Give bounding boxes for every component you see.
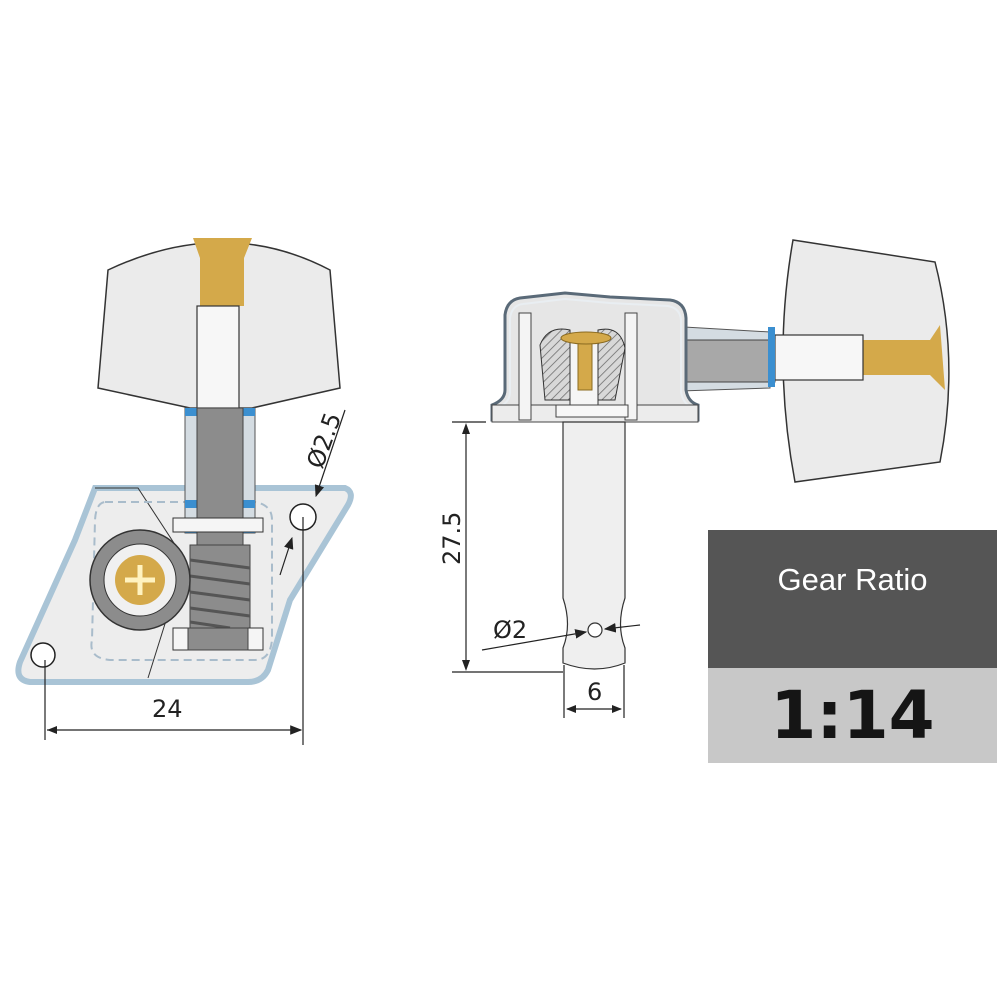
post-top (555, 404, 629, 418)
housing-plate (624, 312, 638, 421)
gear-screw-head (560, 331, 612, 345)
dimension-post-height: 27.5 (438, 512, 466, 565)
gear-ratio-value-area: 1:14 (708, 668, 997, 763)
knob-stem (196, 305, 240, 409)
gear-cross-section (597, 328, 626, 401)
string-hole (587, 622, 603, 638)
blue-washer (768, 327, 775, 387)
gear-ratio-value: 1:14 (770, 677, 935, 754)
dimension-hole-spacing: 24 (152, 695, 183, 723)
dimension-post-diameter: 6 (587, 678, 602, 706)
mounting-hole (30, 642, 56, 668)
knob-gold-insert (193, 238, 252, 306)
phillips-cross-icon (125, 565, 155, 595)
gear-screw (577, 339, 593, 391)
washer (172, 517, 264, 533)
dimension-mount-hole: Ø2.5 (301, 409, 347, 472)
plate-dashed-outline (90, 501, 273, 661)
side-view: 27.5 Ø2 6 (438, 239, 950, 718)
front-view: 24 Ø2.5 (15, 238, 354, 745)
knob-stem (774, 334, 864, 381)
gear-ratio-panel: Gear Ratio 1:14 (708, 530, 997, 763)
dimension-string-hole: Ø2 (493, 616, 527, 644)
knob-gold-insert (860, 325, 945, 390)
worm-gear (189, 544, 251, 631)
gear-ratio-label: Gear Ratio (777, 562, 928, 597)
gear-ratio-header: Gear Ratio (708, 530, 997, 668)
housing-plate (518, 312, 532, 421)
string-post (562, 421, 626, 670)
worm-end (187, 627, 249, 651)
